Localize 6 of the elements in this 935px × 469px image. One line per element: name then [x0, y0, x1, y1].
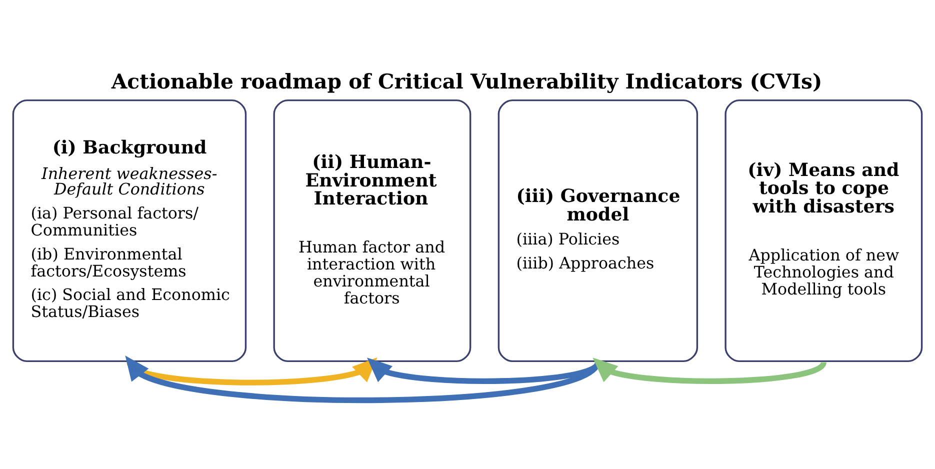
node-box: (ii) Human-Environment Interaction Human factor and interaction with environmental factors — [273, 99, 472, 362]
node-box: (iv) Means and tools to cope with disasters Application of new Technologies and Modelling tools — [724, 99, 923, 362]
node-box: (i) Background Inherent weaknesses-Default Conditions (ia) Personal factors/ Communities (ib) Environmental factors/Ecosystems (ic) Social and Economic Status/Biases — [12, 99, 247, 362]
arrow — [592, 358, 826, 384]
node-box: (iii) Governance model (iiia) Policies (iiib) Approaches — [498, 99, 698, 362]
diagram-title: Actionable roadmap of Critical Vulnerability Indicators (CVIs) — [111, 69, 822, 94]
